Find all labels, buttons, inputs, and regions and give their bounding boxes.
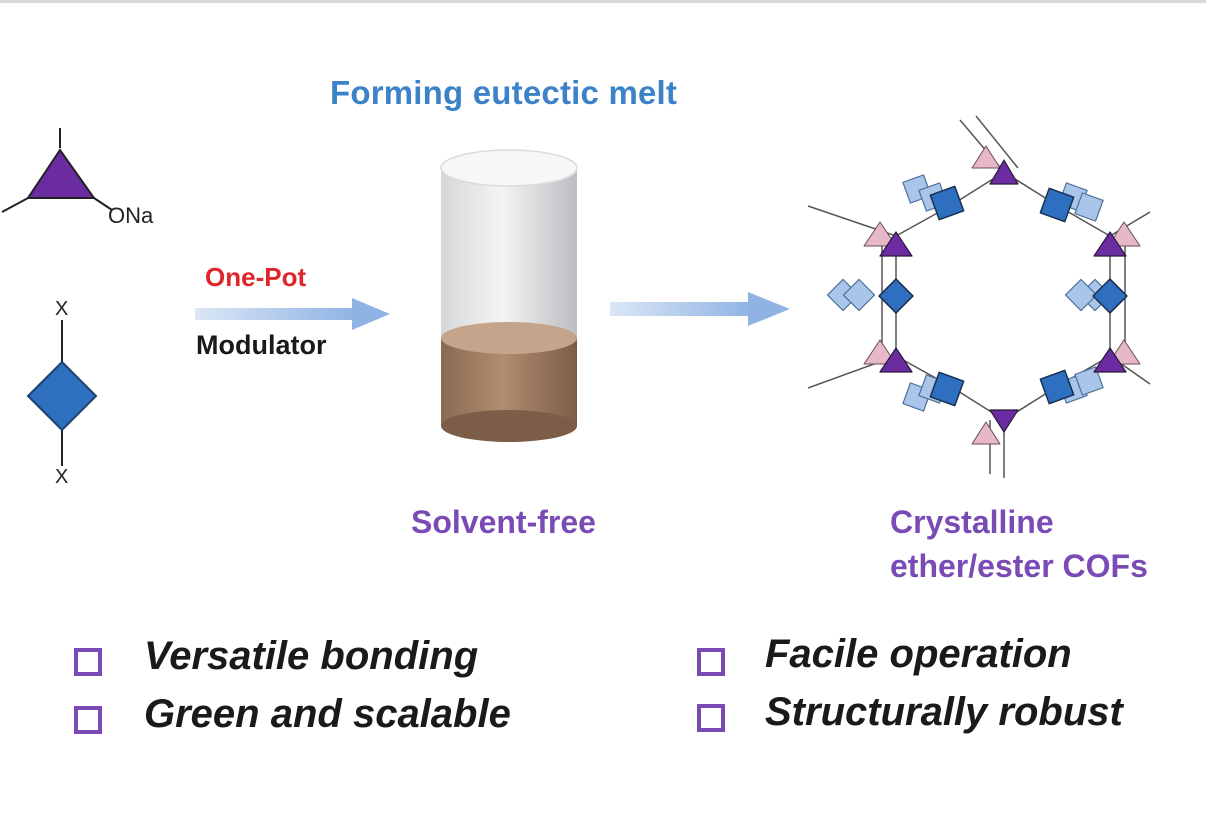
eutectic-vessel-icon bbox=[440, 149, 578, 442]
reaction-arrow-2-icon bbox=[610, 292, 790, 326]
modulator-label: Modulator bbox=[196, 330, 327, 360]
diamond-monomer-icon bbox=[26, 320, 98, 466]
checkbox-icon bbox=[697, 704, 725, 732]
checkbox-icon bbox=[697, 648, 725, 676]
forming-melt-label: Forming eutectic melt bbox=[330, 74, 678, 111]
solvent-free-label: Solvent-free bbox=[411, 504, 596, 540]
triangle-monomer-icon bbox=[1, 128, 113, 213]
crystalline-label: Crystalline bbox=[890, 504, 1054, 540]
cof-product-label: Crystalline ether/ester COFs bbox=[890, 500, 1148, 588]
ona-label: ONa bbox=[108, 203, 154, 228]
feature-label: Facile operation bbox=[765, 632, 1072, 676]
x-bottom-label: X bbox=[55, 466, 69, 488]
cof-framework-icon bbox=[807, 115, 1151, 478]
x-top-label: X bbox=[55, 298, 69, 320]
one-pot-label: One-Pot bbox=[205, 262, 307, 292]
feature-label: Versatile bonding bbox=[144, 634, 479, 678]
feature-label: Structurally robust bbox=[765, 690, 1123, 734]
top-divider bbox=[0, 0, 1206, 3]
feature-label: Green and scalable bbox=[144, 692, 511, 736]
checkbox-icon bbox=[74, 648, 102, 676]
ether-ester-cofs-label: ether/ester COFs bbox=[890, 548, 1148, 584]
reaction-arrow-1-icon bbox=[195, 298, 390, 330]
checkbox-icon bbox=[74, 706, 102, 734]
